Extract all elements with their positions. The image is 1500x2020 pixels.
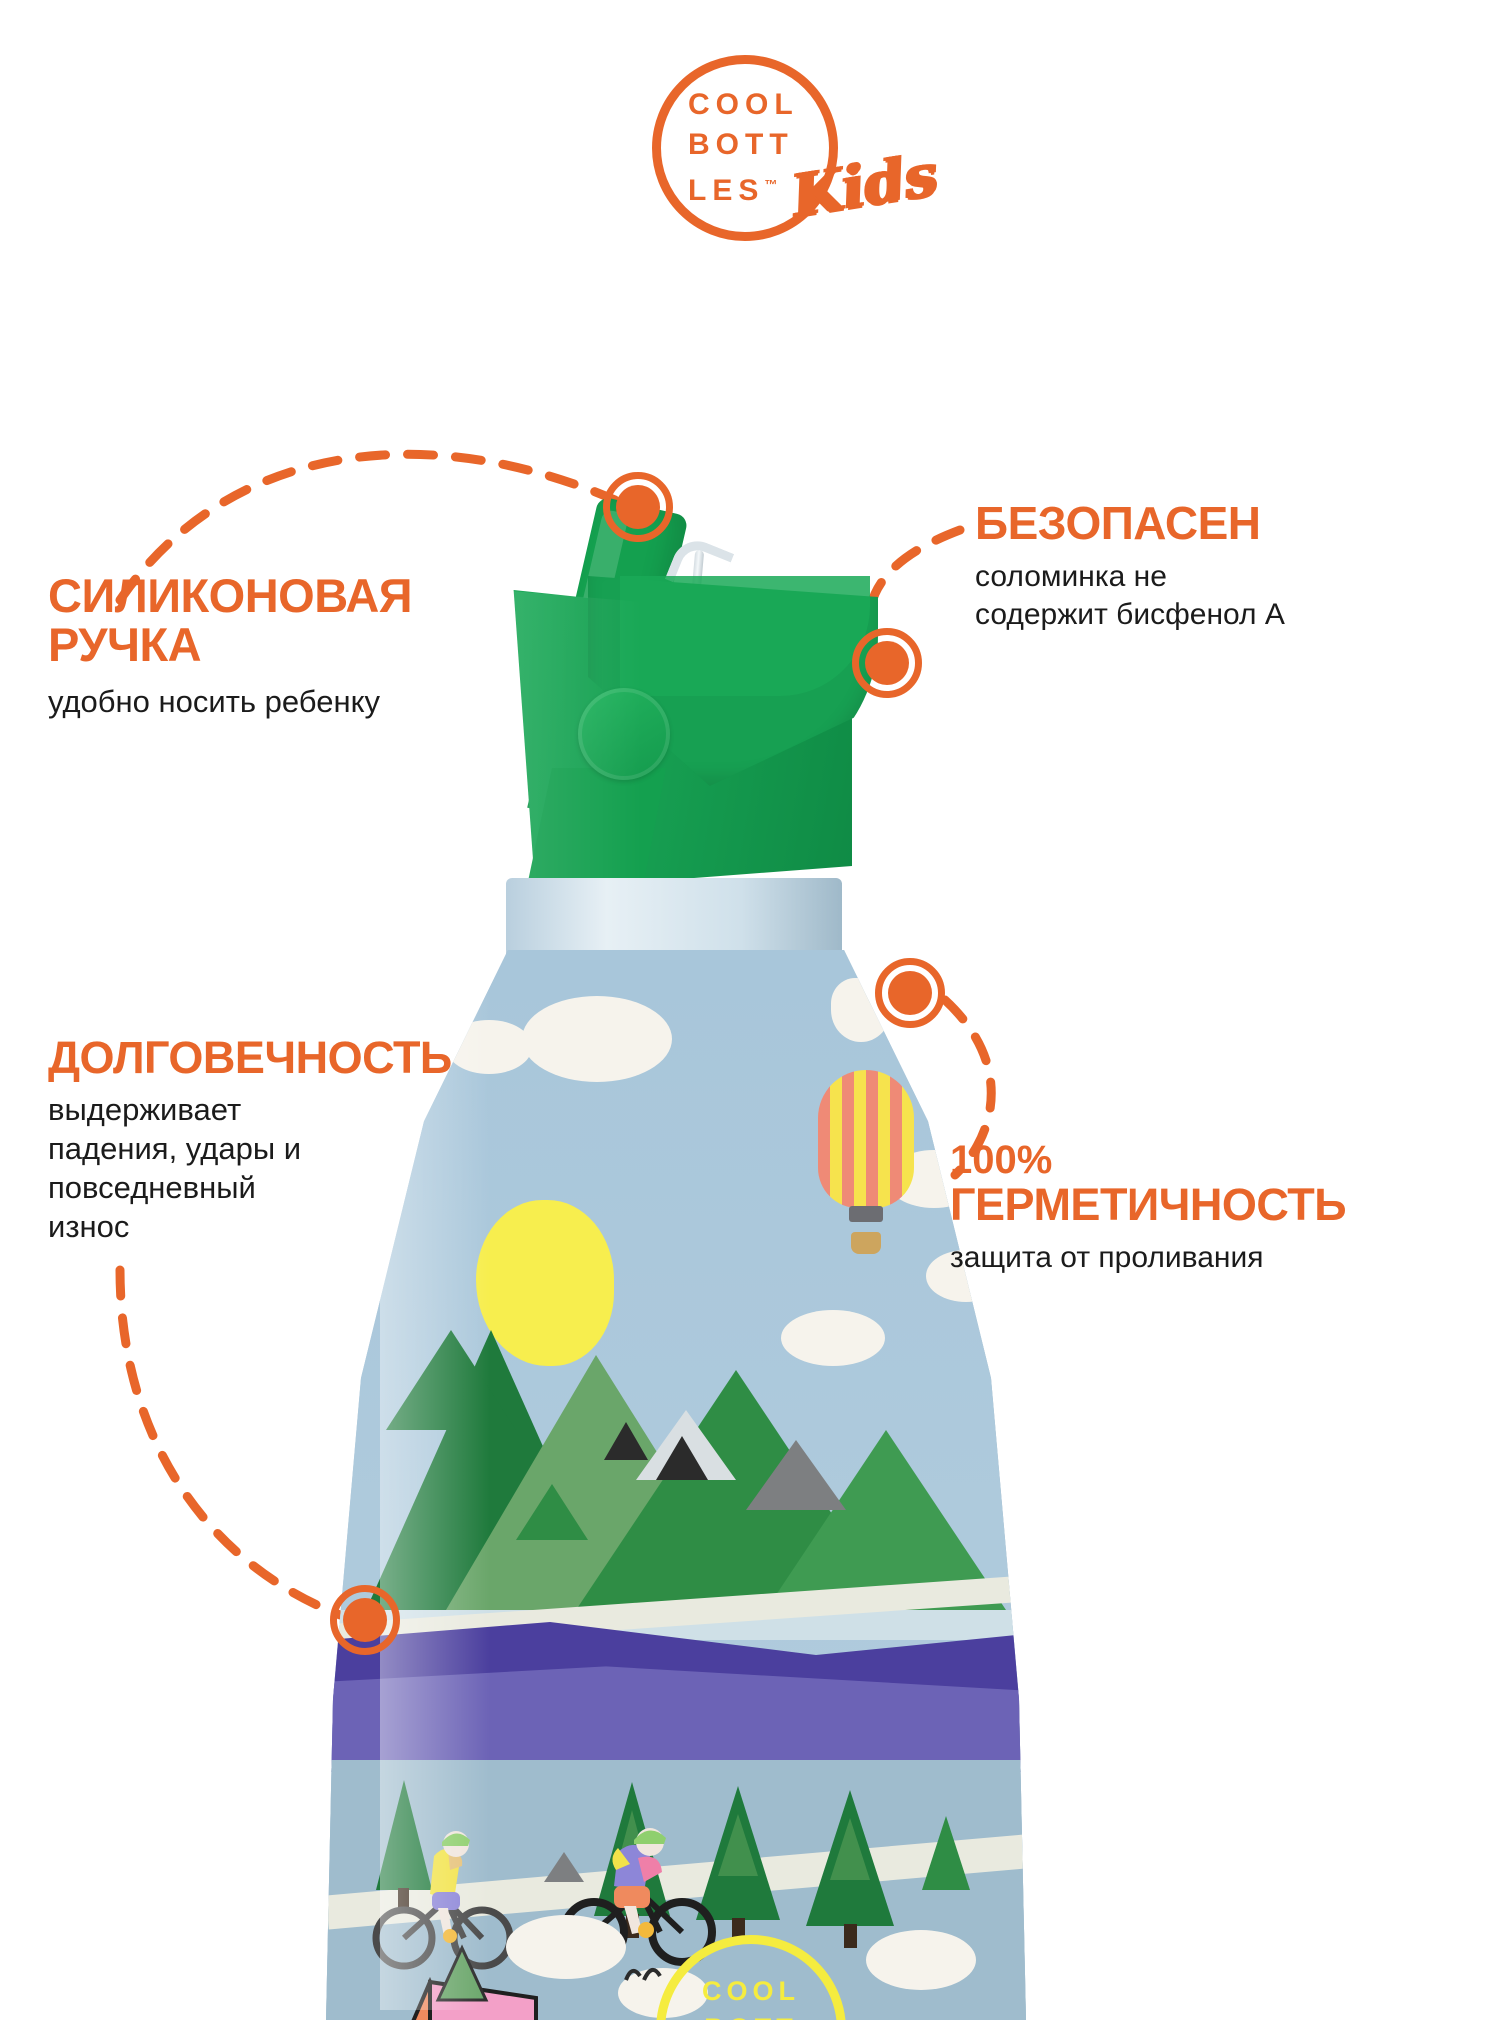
cloud bbox=[866, 1930, 976, 1990]
marker-handle[interactable] bbox=[603, 472, 673, 542]
callout-leak-percent: 100% bbox=[950, 1140, 1450, 1180]
callout-handle-subtext: удобно носить ребенку bbox=[48, 682, 568, 721]
callout-leak-proof: 100% ГЕРМЕТИЧНОСТЬ защита от проливания bbox=[950, 1140, 1450, 1277]
callout-durability-heading: ДОЛГОВЕЧНОСТЬ bbox=[48, 1035, 608, 1082]
callout-handle-heading: СИЛИКОНОВАЯ РУЧКА bbox=[48, 572, 568, 670]
marker-leak-proof[interactable] bbox=[875, 958, 945, 1028]
callout-durability: ДОЛГОВЕЧНОСТЬ выдерживает падения, удары… bbox=[48, 1035, 608, 1246]
brand-line-1: COOL bbox=[688, 85, 838, 125]
brand-logo: COOL BOTT LES™ Kids bbox=[640, 55, 910, 240]
callout-safe-subtext: соломинка не содержит бисфенол А bbox=[975, 558, 1455, 634]
cloud bbox=[944, 1008, 1016, 1064]
callout-durability-subtext: выдерживает падения, удары и повседневны… bbox=[48, 1090, 608, 1246]
callout-safe-heading: БЕЗОПАСЕН bbox=[975, 500, 1455, 548]
connector-durable bbox=[120, 1270, 340, 1615]
marker-straw[interactable] bbox=[852, 628, 922, 698]
callout-leak-heading: ГЕРМЕТИЧНОСТЬ bbox=[950, 1182, 1450, 1229]
callout-safe: БЕЗОПАСЕН соломинка не содержит бисфенол… bbox=[975, 500, 1455, 633]
marker-durability[interactable] bbox=[330, 1585, 400, 1655]
trademark-symbol: ™ bbox=[764, 177, 777, 192]
cap-arc-inner bbox=[620, 576, 870, 696]
callout-silicone-handle: СИЛИКОНОВАЯ РУЧКА удобно носить ребенку bbox=[48, 572, 568, 721]
callout-leak-subtext: защита от проливания bbox=[950, 1239, 1450, 1277]
